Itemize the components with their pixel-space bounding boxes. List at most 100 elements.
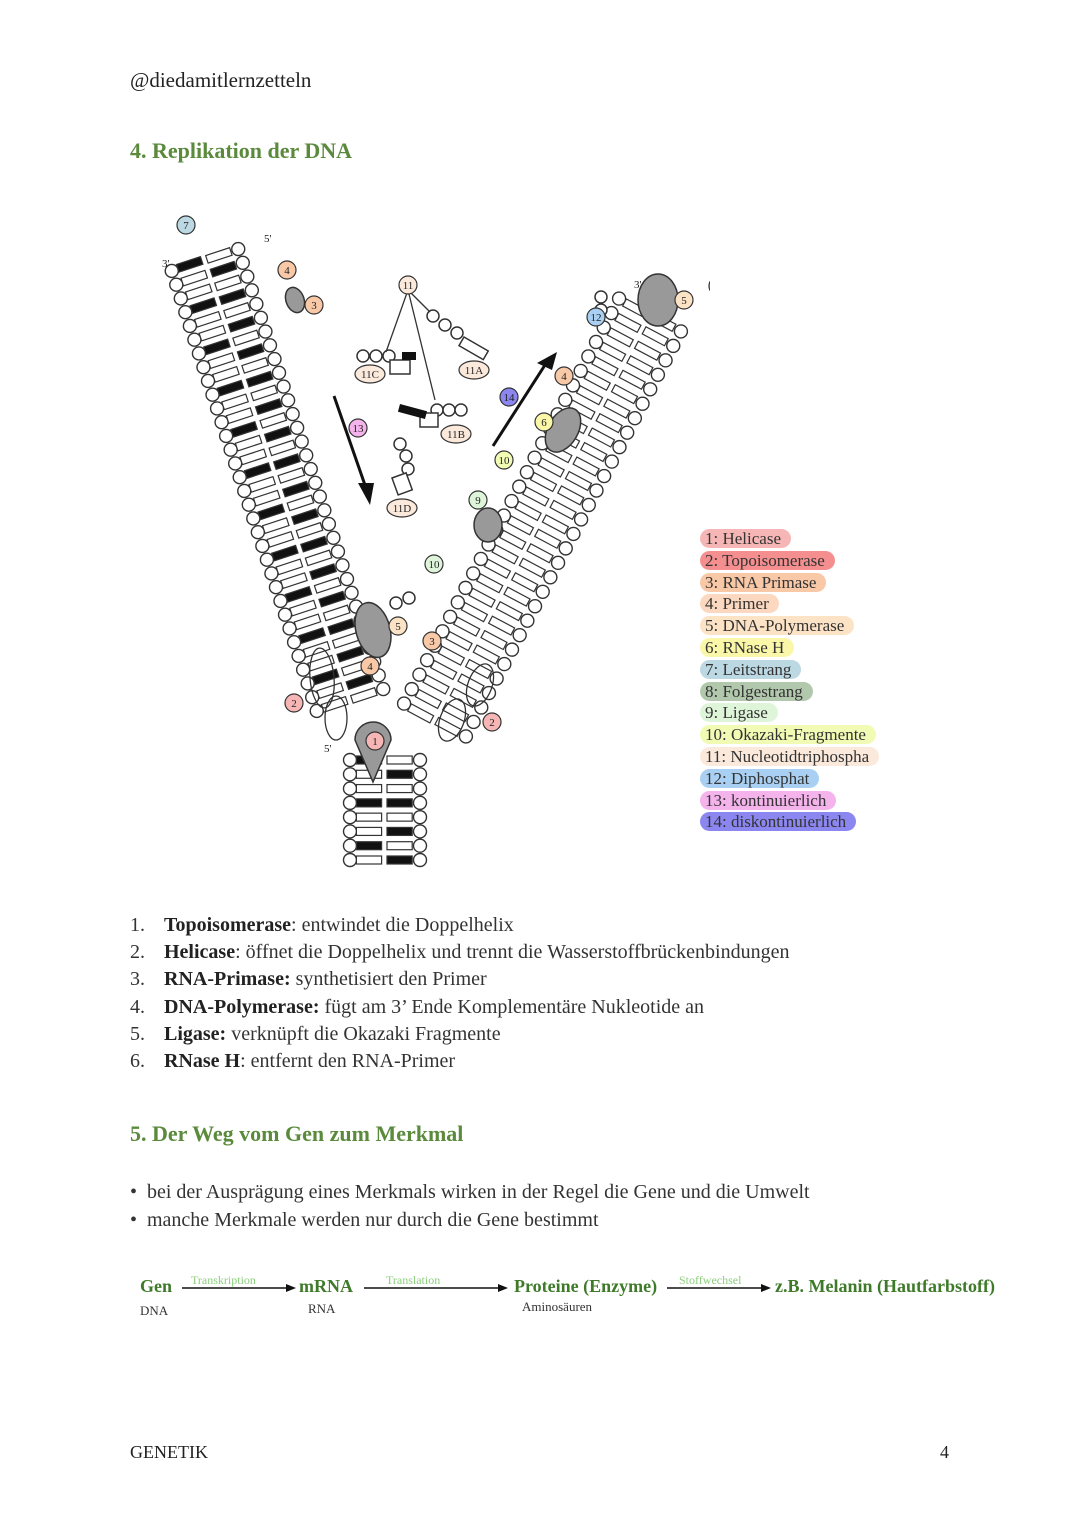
base-pair bbox=[300, 535, 328, 553]
base-pair bbox=[204, 246, 233, 264]
base-pair bbox=[239, 448, 268, 466]
legend-label: 12: Diphosphat bbox=[700, 768, 820, 788]
nucleotide-sugar bbox=[376, 681, 391, 697]
base-pair bbox=[422, 674, 450, 695]
base-pair bbox=[460, 601, 489, 623]
strand-ends: 3' 5' 3' 5' 5' bbox=[162, 233, 642, 755]
nucleotide-sugar bbox=[558, 392, 573, 408]
base-pair bbox=[449, 687, 478, 709]
nucleotide-sugar bbox=[169, 277, 184, 292]
base-pair bbox=[429, 659, 458, 681]
base-pair bbox=[468, 587, 496, 608]
legend-item: 12: Diphosphat bbox=[700, 768, 900, 790]
five-prime-label: 5' bbox=[324, 743, 332, 755]
base-pair bbox=[606, 327, 635, 348]
base-pair bbox=[457, 673, 485, 694]
nucleotide-sugar bbox=[458, 580, 473, 596]
nucleotide-sugar bbox=[527, 450, 542, 465]
svg-text:6: 6 bbox=[541, 417, 547, 429]
nucleotide-sugar bbox=[527, 599, 543, 614]
nucleotide-sugar bbox=[344, 585, 359, 600]
flow-arrow-icon bbox=[182, 1284, 296, 1292]
base-pair bbox=[641, 326, 670, 347]
base-pair bbox=[491, 544, 519, 565]
nucleotide-sugar bbox=[504, 493, 519, 509]
callout-2: 2 bbox=[482, 712, 502, 732]
legend-label: 6: RNase H bbox=[700, 637, 795, 657]
nucleotide-sugar bbox=[214, 415, 229, 430]
svg-text:9: 9 bbox=[475, 495, 481, 507]
nucleotide-sugar bbox=[442, 609, 458, 625]
nucleotide-sugar bbox=[205, 387, 220, 402]
svg-text:11C: 11C bbox=[361, 369, 379, 381]
base-pair bbox=[572, 456, 600, 477]
direction-arrows bbox=[332, 352, 557, 505]
nucleotide-sugar bbox=[342, 795, 358, 811]
base-pair bbox=[526, 543, 554, 564]
nucleotide-sugar bbox=[558, 541, 573, 556]
nucleotide-sugar bbox=[191, 346, 207, 361]
nucleotide-sugar bbox=[474, 700, 489, 715]
nucleotide-sugar bbox=[308, 475, 323, 490]
nucleotide-sugar bbox=[581, 497, 596, 513]
base-pair bbox=[331, 631, 360, 649]
nucleotide-sugar bbox=[412, 752, 428, 768]
callout-10: 10 bbox=[494, 450, 514, 470]
base-pair bbox=[259, 411, 288, 429]
nucleotide-sugar bbox=[227, 456, 243, 471]
base-pair bbox=[618, 369, 646, 390]
callout-3: 3 bbox=[422, 631, 442, 651]
nucleotide-sugar bbox=[240, 269, 255, 284]
nucleotide-sugar bbox=[650, 367, 666, 383]
nucleotide-sugar bbox=[535, 584, 550, 599]
base-pair bbox=[498, 529, 527, 551]
author-handle: @diedamitlernzetteln bbox=[130, 68, 312, 92]
nucleotide-sugar bbox=[271, 365, 287, 380]
flow-arrow-icon bbox=[667, 1284, 771, 1292]
nucleotide-sugar bbox=[465, 566, 481, 581]
base-pair bbox=[250, 384, 279, 402]
step-term: Topoisomerase bbox=[164, 914, 292, 936]
base-pair bbox=[386, 841, 413, 851]
nucleotide-sugar bbox=[187, 332, 202, 347]
lagging-strand-arm bbox=[396, 291, 689, 744]
nucleotide-sugar bbox=[237, 483, 252, 499]
nucleotide-sugar bbox=[232, 470, 247, 485]
base-pair bbox=[309, 563, 338, 581]
nucleotide-sugar bbox=[412, 667, 427, 682]
nucleotide-sugar bbox=[504, 642, 520, 657]
nucleotide-sugar bbox=[404, 681, 419, 697]
base-pair bbox=[386, 855, 413, 865]
legend-item: 7: Leitstrang bbox=[700, 659, 900, 681]
nucleotide-sugar bbox=[412, 781, 428, 796]
base-pair bbox=[254, 398, 283, 416]
nucleotide-sugar bbox=[300, 676, 315, 691]
base-pair bbox=[355, 798, 383, 808]
legend-label: 5: DNA-Polymerase bbox=[700, 616, 855, 636]
nucleotide-sugar bbox=[173, 291, 189, 306]
callout-12: 12 bbox=[586, 307, 606, 327]
svg-text:10: 10 bbox=[429, 559, 441, 571]
base-pair bbox=[261, 517, 290, 535]
nucleotide-sugar bbox=[249, 296, 264, 312]
three-prime-label: 3' bbox=[162, 258, 170, 270]
base-pair bbox=[506, 515, 535, 536]
nucleotide-sugar bbox=[611, 291, 627, 306]
legend-label: 14: diskontinuierlich bbox=[700, 812, 857, 832]
nucleotide-sugar bbox=[209, 401, 225, 416]
nucleotide-sugar bbox=[342, 838, 358, 853]
base-pair bbox=[610, 383, 639, 405]
svg-text:14: 14 bbox=[504, 392, 516, 404]
legend-item: 11: Nucleotidtriphospha bbox=[700, 746, 900, 768]
base-pair bbox=[386, 798, 413, 808]
callout-11A: 11A bbox=[458, 360, 490, 380]
base-pair bbox=[579, 441, 608, 463]
base-pair bbox=[213, 274, 242, 292]
base-pair bbox=[533, 528, 562, 550]
base-pair bbox=[355, 826, 383, 837]
nucleotide-sugar bbox=[497, 656, 512, 672]
base-pair bbox=[225, 407, 254, 425]
enzyme-steps-list: 1.Topoisomerase: entwindet die Doppelhel… bbox=[130, 912, 789, 1075]
svg-text:11: 11 bbox=[403, 280, 414, 292]
nucleotide-sugar bbox=[321, 516, 337, 532]
